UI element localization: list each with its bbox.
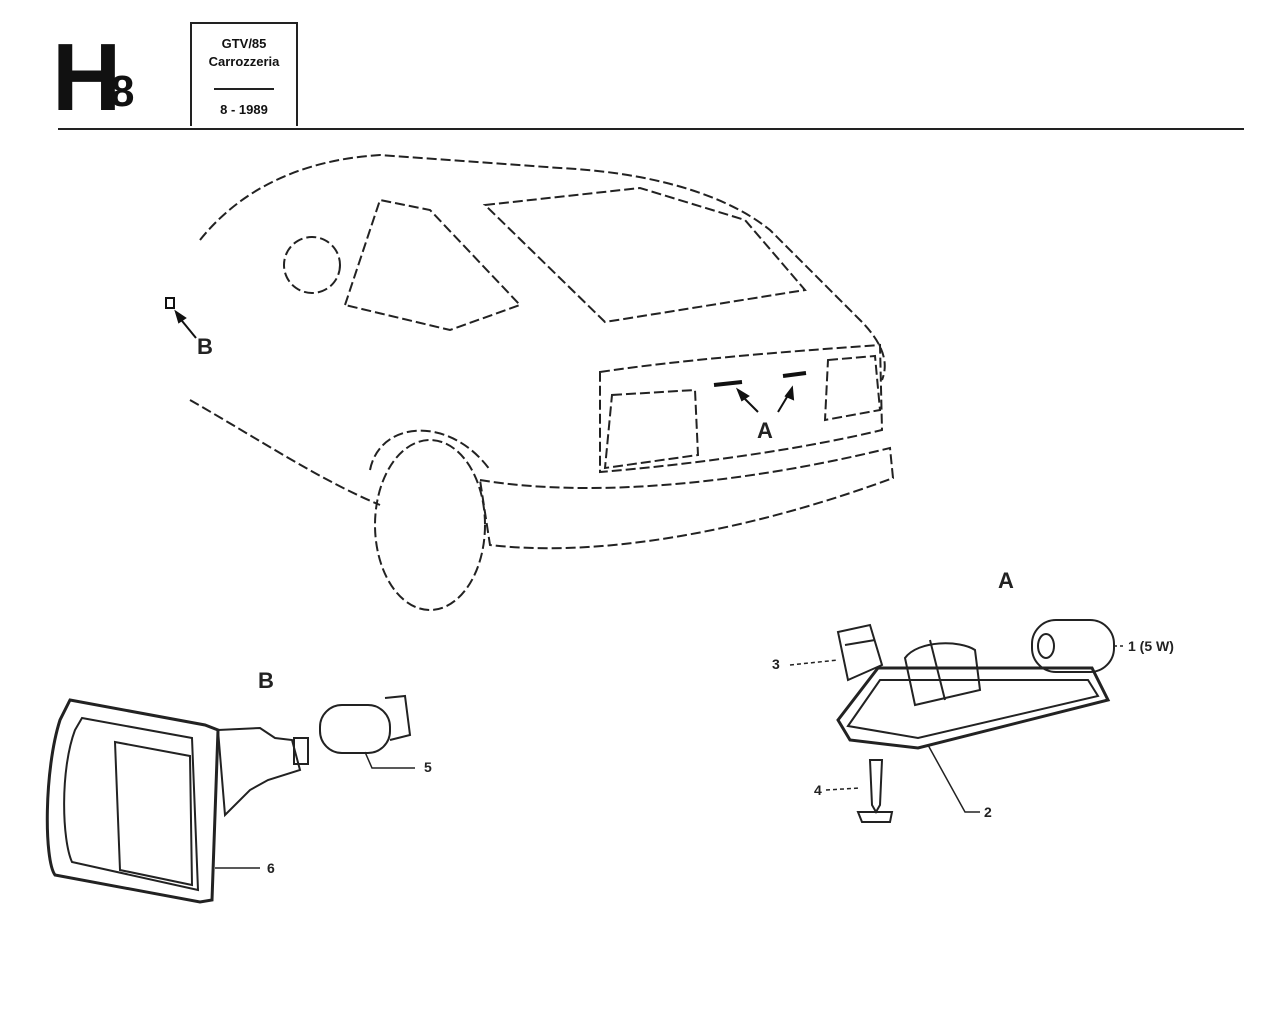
license-light-marks bbox=[713, 371, 807, 387]
bulb-1 bbox=[1031, 619, 1115, 673]
detail-B-side-marker bbox=[45, 698, 309, 904]
marker-socket bbox=[216, 726, 302, 818]
car-wheel-arch bbox=[369, 429, 491, 471]
car-front-wheel bbox=[283, 236, 341, 294]
date-label: 8 - 1989 bbox=[220, 102, 268, 117]
marker-housing-frame bbox=[45, 698, 220, 904]
detail-B-title: B bbox=[258, 668, 274, 693]
group-label: Carrozzeria bbox=[208, 54, 280, 69]
bulb-5 bbox=[319, 694, 412, 754]
marker-socket-tab bbox=[293, 737, 309, 765]
car-left-taillight bbox=[603, 388, 700, 470]
part-ref-3: 3 bbox=[772, 656, 780, 672]
part-ref-5: 5 bbox=[424, 759, 432, 775]
car-rear-panel bbox=[599, 343, 884, 474]
model-label: GTV/85 bbox=[221, 36, 267, 51]
car-rear-window bbox=[482, 186, 807, 324]
bulb-holder bbox=[903, 642, 982, 707]
detail-A-title: A bbox=[998, 568, 1014, 593]
car-rear-wheel bbox=[374, 439, 486, 611]
part-ref-1: 1 (5 W) bbox=[1128, 638, 1174, 654]
car-callout-A: A bbox=[757, 418, 773, 443]
plate-light-base bbox=[836, 666, 1111, 750]
marker-lens-face bbox=[113, 740, 194, 887]
part-ref-4: 4 bbox=[814, 782, 822, 798]
car-roofline bbox=[199, 153, 886, 381]
part-ref-2: 2 bbox=[984, 804, 992, 820]
marker-lens bbox=[63, 716, 200, 892]
section-letter: H bbox=[52, 24, 121, 131]
detail-A-plate-light bbox=[836, 639, 1111, 750]
title-block-divider bbox=[214, 88, 274, 90]
header-rule bbox=[58, 128, 1244, 130]
car-illustration bbox=[189, 153, 895, 611]
car-side-window bbox=[343, 198, 522, 332]
car-bumper bbox=[478, 446, 895, 550]
callout-arrow-B bbox=[165, 297, 197, 339]
title-block: GTV/85 Carrozzeria 8 - 1989 bbox=[190, 22, 298, 126]
section-number: 8 bbox=[110, 67, 135, 116]
leader-lines bbox=[215, 645, 1125, 869]
clip-3 bbox=[836, 623, 884, 682]
screw-4 bbox=[856, 759, 894, 823]
callout-arrows-A bbox=[735, 385, 795, 413]
part-ref-6: 6 bbox=[267, 860, 275, 876]
car-callout-B: B bbox=[197, 334, 213, 359]
car-right-taillight bbox=[823, 354, 882, 422]
car-body-side bbox=[189, 399, 381, 506]
